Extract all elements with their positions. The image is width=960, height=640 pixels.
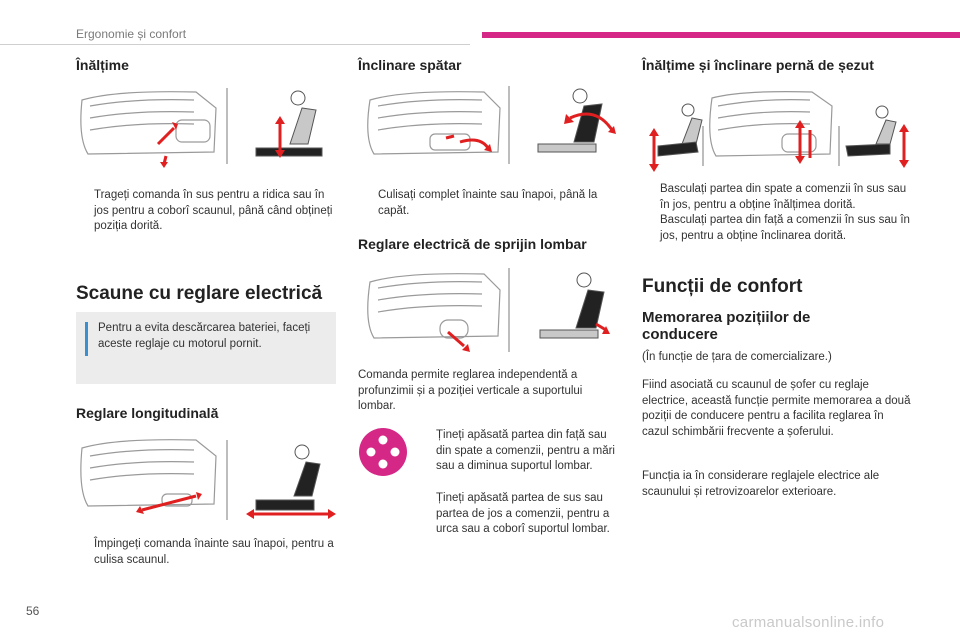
memory-availability: (În funcție de țara de comercializare.) [642,351,832,363]
lumbar-bullet-height: Țineți apăsată partea de sus sau partea … [436,492,610,535]
recline-bullet: Culisați complet înainte sau înapoi, pân… [378,189,598,217]
heading-cushion: Înălțime și înclinare pernă de șezut [642,57,874,73]
memory-description: Fiind asociată cu scaunul de șofer cu re… [642,379,911,438]
lumbar-intro: Comanda permite reglarea independentă a … [358,369,583,412]
lumbar-bullet-depth: Țineți apăsată partea din față sau din s… [436,429,615,472]
heading-memory: Memorarea pozițiilor de conducere [642,309,811,343]
info-note: Pentru a evita descărcarea bateriei, fac… [76,312,336,384]
cushion-tilt-illustration [649,91,909,172]
header-accent-bar [482,32,960,38]
watermark: carmanualsonline.info [732,614,885,631]
longitudinal-bullet: Împingeți comanda înainte sau înapoi, pe… [94,538,334,566]
header-rule [0,44,470,45]
heading-comfort-functions: Funcții de confort [642,276,803,297]
page-number: 56 [26,604,40,618]
heading-recline: Înclinare spătar [358,57,462,73]
seat-height-illustration [80,88,323,168]
lumbar-control-icon [359,428,407,476]
heading-longitudinal: Reglare longitudinală [76,405,219,421]
heading-lumbar: Reglare electrică de sprijin lombar [358,236,587,252]
heading-electric-seats: Scaune cu reglare electrică [76,283,323,304]
seat-longitudinal-illustration [80,439,336,520]
info-icon [85,322,88,356]
info-note-text: Pentru a evita descărcarea bateriei, fac… [98,322,311,350]
lumbar-support-illustration [367,268,610,352]
seat-recline-illustration [367,86,616,164]
height-bullet: Trageți comanda în sus pentru a ridica s… [94,189,333,232]
heading-height: Înălțime [76,57,129,73]
cushion-bullet-height: Basculați partea din spate a comenzii în… [660,183,907,211]
section-header: Ergonomie și confort [76,27,187,41]
memory-scope: Funcția ia în considerare reglajele elec… [642,470,880,498]
cushion-bullet-tilt: Basculați partea din față a comenzii în … [660,214,910,242]
